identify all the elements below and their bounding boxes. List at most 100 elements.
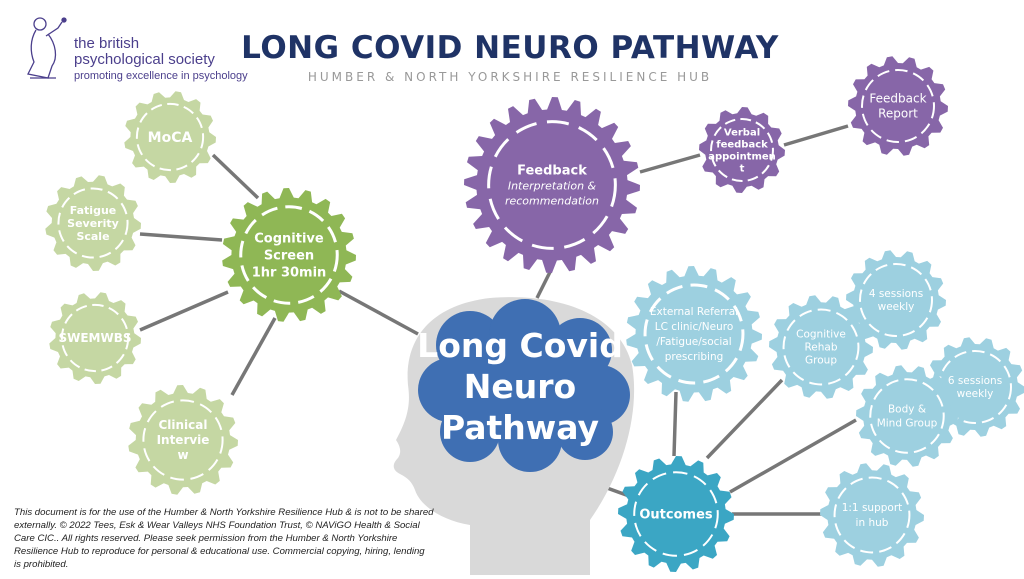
- logo-line-1: the british: [74, 35, 140, 52]
- gear-label-line: Severity: [67, 217, 119, 230]
- gear-label-line: Rehab: [804, 342, 837, 354]
- gear-label-line: 6 sessions: [948, 375, 1002, 387]
- gear-label-line: 1:1 support: [842, 502, 903, 514]
- gear-label-line: 4 sessions: [869, 288, 923, 300]
- page-subtitle: HUMBER & NORTH YORKSHIRE RESILIENCE HUB: [307, 70, 713, 84]
- gear-label-support-1to1: 1:1 support in hub: [842, 502, 903, 529]
- gear-ring: [633, 471, 719, 557]
- logo-tagline: promoting excellence in psychology: [74, 70, 248, 82]
- connector-line: [535, 271, 552, 299]
- gear-label-line: feedback: [716, 140, 768, 151]
- gear-label-line: Cognitive: [254, 232, 324, 247]
- gear-label-line: Cognitive: [796, 329, 846, 341]
- gear-label-line: MoCA: [148, 130, 193, 146]
- gear-label-outcomes: Outcomes: [639, 508, 713, 523]
- bps-logo-figure: [27, 17, 67, 79]
- gear-ring: [869, 378, 945, 454]
- gear-label-moca: MoCA: [148, 130, 193, 146]
- connector-line: [729, 418, 857, 494]
- gear-ring: [710, 118, 774, 182]
- connector-line: [230, 317, 277, 396]
- gear-ring: [487, 120, 617, 250]
- gear-label-line: w: [177, 448, 188, 462]
- gear-label-line: prescribing: [665, 351, 724, 363]
- gear-label-body-mind: Body &Mind Group: [877, 404, 938, 430]
- gear-ring: [135, 102, 205, 172]
- connector-line: [783, 124, 849, 147]
- gear-label-line: t: [740, 164, 745, 175]
- center-label-line: Pathway: [441, 408, 599, 447]
- gear-label-line: Fatigue: [70, 204, 117, 217]
- gear-label-line: weekly: [957, 388, 994, 400]
- gear-swemwbs: SWEMWBS: [49, 292, 141, 384]
- gear-label-line: Screen: [264, 249, 314, 264]
- gear-label-line: appointmen: [708, 152, 776, 163]
- gear-outcomes: Outcomes: [618, 456, 734, 572]
- gear-support-1to1: 1:1 support in hub: [820, 463, 924, 567]
- gear-label-line: Feedback: [869, 92, 926, 106]
- connector-line: [338, 289, 419, 336]
- gear-label-line: Group: [805, 355, 837, 367]
- gear-moca: MoCA: [124, 91, 216, 183]
- center-label-line: Neuro: [464, 367, 576, 406]
- gear-ring: [861, 69, 935, 143]
- gear-body-mind: Body &Mind Group: [856, 365, 958, 467]
- gear-label-line: SWEMWBS: [58, 331, 131, 345]
- gear-label-line: Interpretation &: [508, 180, 597, 193]
- connector-line: [672, 391, 678, 457]
- gear-label-swemwbs: SWEMWBS: [58, 331, 131, 345]
- gear-label-line: weekly: [878, 301, 915, 313]
- page-title: LONG COVID NEURO PATHWAY: [241, 30, 779, 66]
- connector-line: [705, 378, 784, 460]
- gear-label-line: Feedback: [517, 164, 587, 179]
- gear-ring: [643, 283, 745, 385]
- gear-ring: [859, 263, 933, 337]
- logo-line-2: psychological society: [74, 51, 215, 68]
- gear-label-line: Report: [878, 107, 918, 121]
- gear-label-line: in hub: [856, 517, 889, 529]
- gear-label-line: /Fatigue/social: [656, 336, 731, 348]
- gear-label-line: LC clinic/Neuro: [655, 321, 734, 333]
- bps-logo-text: the british psychological society promot…: [74, 35, 248, 83]
- gear-shape: [820, 463, 924, 567]
- center-label-line: Long Covid: [417, 326, 623, 365]
- connector-line: [211, 153, 260, 200]
- gear-label-line: recommendation: [505, 195, 599, 208]
- brain-shape: [418, 299, 630, 472]
- gear-label-line: Intervie: [157, 433, 210, 447]
- gear-label-line: 1hr 30min: [252, 266, 327, 281]
- connector-line: [639, 153, 701, 174]
- gear-label-line: Body &: [888, 404, 926, 416]
- gear-label-line: Scale: [76, 230, 109, 243]
- copyright-disclaimer: This document is for the use of the Humb…: [14, 507, 434, 570]
- gear-ring: [60, 303, 130, 373]
- gear-ring: [142, 399, 224, 481]
- connectors: [139, 124, 857, 516]
- connector-line: [139, 290, 229, 332]
- gear-label-line: Outcomes: [639, 508, 713, 523]
- gear-ring: [833, 476, 911, 554]
- gear-label-line: Verbal: [724, 128, 760, 139]
- gear-shape: [856, 365, 958, 467]
